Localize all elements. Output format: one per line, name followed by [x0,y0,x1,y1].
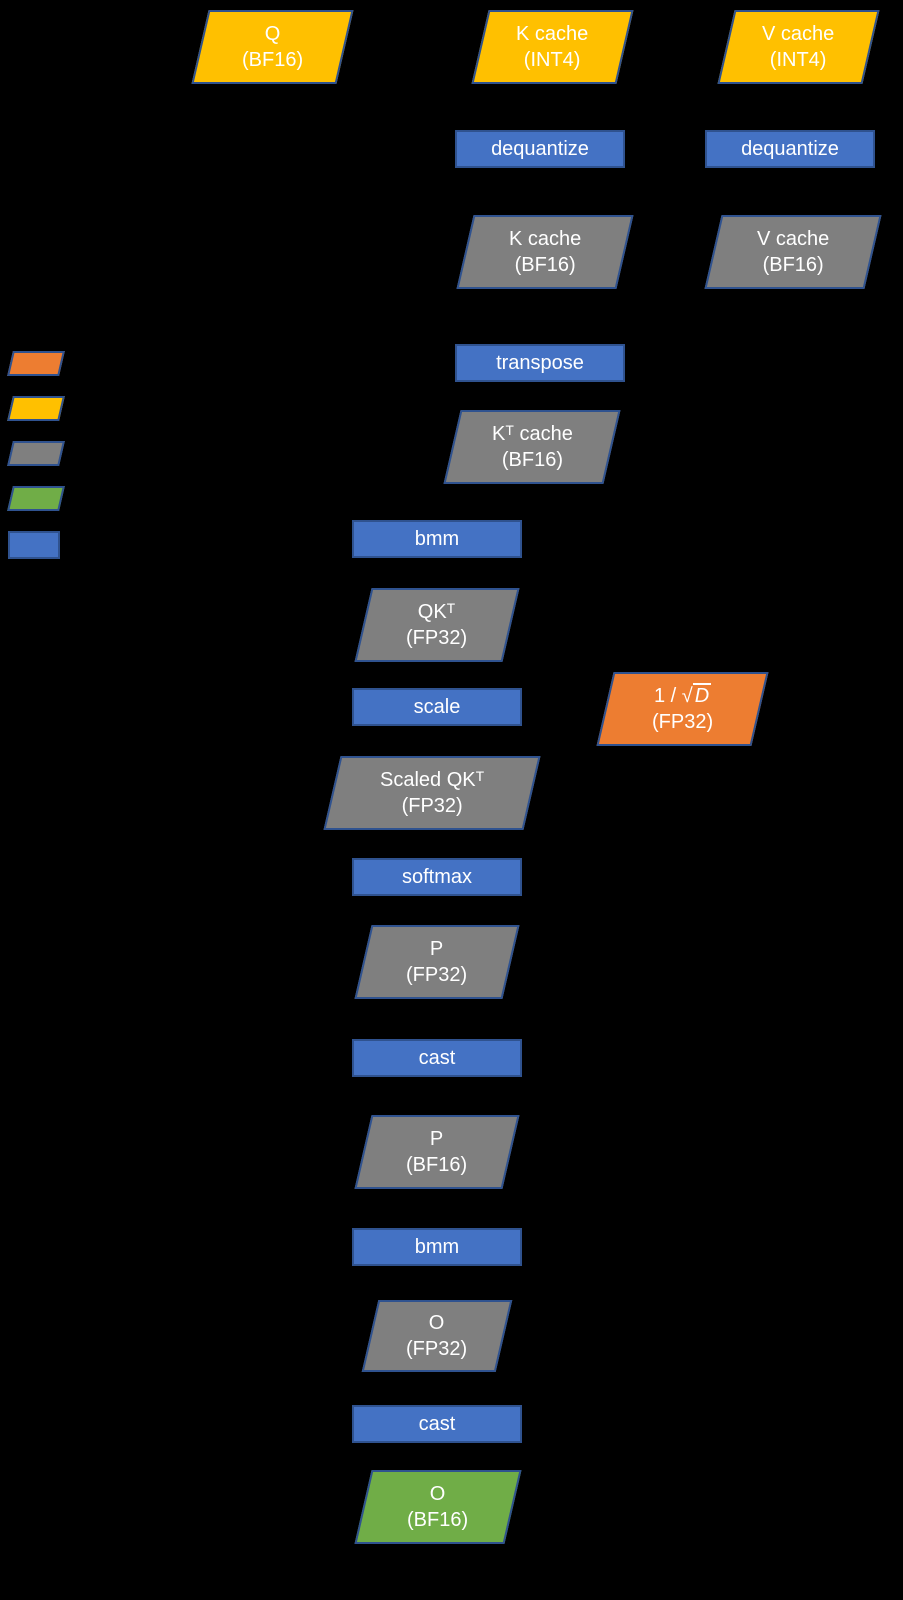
node-v-cache-bf16-dtype: (BF16) [762,254,824,276]
node-scaled-qkt-fp32: Scaled QKᵀ (FP32) [323,756,541,830]
node-p-bf16: P (BF16) [354,1115,520,1189]
node-kt-cache-bf16-dtype: (BF16) [501,449,563,471]
node-scale-factor-dtype: (FP32) [651,711,714,733]
node-p-bf16-name: P [430,1128,444,1150]
node-k-cache-int4: K cache (INT4) [471,10,634,84]
node-qkt-fp32-name: QKᵀ [418,601,456,623]
sqrt-radicand: D [692,683,712,707]
op-scale-label: scale [413,695,461,718]
node-o-fp32-dtype: (FP32) [406,1338,468,1360]
node-p-bf16-dtype: (BF16) [406,1154,468,1176]
node-v-cache-int4-name: V cache [762,23,835,45]
node-k-cache-bf16-dtype: (BF16) [514,254,576,276]
node-o-fp32: O (FP32) [361,1300,513,1372]
op-dequantize-v: dequantize [705,130,875,168]
node-q-bf16: Q (BF16) [191,10,354,84]
node-k-cache-bf16-name: K cache [508,228,582,250]
op-dequantize-k-label: dequantize [491,137,589,160]
legend-swatch-intermediate-tensor [7,441,65,466]
node-p-fp32-dtype: (FP32) [406,964,468,986]
node-v-cache-bf16-name: V cache [756,228,830,250]
node-p-fp32: P (FP32) [354,925,520,999]
node-scale-factor-expression: 1 / √D [652,683,713,709]
node-scaled-qkt-fp32-name: Scaled QKᵀ [379,769,485,791]
node-k-cache-int4-dtype: (INT4) [524,49,581,71]
legend-swatch-constant-tensor [7,351,65,376]
node-o-fp32-name: O [429,1312,445,1334]
op-bmm-1: bmm [352,520,522,558]
op-cast-2-label: cast [418,1412,456,1435]
node-scale-factor-fp32: 1 / √D (FP32) [596,672,769,746]
node-o-bf16-dtype: (BF16) [407,1509,469,1531]
legend-swatch-operation [8,531,60,559]
node-kt-cache-bf16-name: Kᵀ cache [491,423,573,445]
node-qkt-fp32-dtype: (FP32) [406,627,468,649]
node-q-bf16-dtype: (BF16) [241,49,304,71]
legend-swatch-output-tensor [7,486,65,511]
node-v-cache-int4-dtype: (INT4) [770,49,827,71]
node-o-bf16-name: O [430,1483,446,1505]
node-kt-cache-bf16: Kᵀ cache (BF16) [443,410,621,484]
op-dequantize-k: dequantize [455,130,625,168]
node-q-bf16-name: Q [264,23,281,45]
op-bmm-2-label: bmm [414,1235,460,1258]
node-qkt-fp32: QKᵀ (FP32) [354,588,520,662]
op-bmm-1-label: bmm [414,527,460,550]
op-softmax-label: softmax [401,865,473,888]
op-scale: scale [352,688,522,726]
node-v-cache-int4: V cache (INT4) [717,10,880,84]
node-o-bf16: O (BF16) [354,1470,522,1544]
legend-swatch-input-tensor [7,396,65,421]
op-dequantize-v-label: dequantize [741,137,839,160]
op-softmax: softmax [352,858,522,896]
node-v-cache-bf16: V cache (BF16) [704,215,882,289]
op-transpose-label: transpose [496,351,584,374]
op-bmm-2: bmm [352,1228,522,1266]
node-scaled-qkt-fp32-dtype: (FP32) [401,795,463,817]
op-cast-1-label: cast [418,1046,456,1069]
node-p-fp32-name: P [430,938,444,960]
op-transpose: transpose [455,344,625,382]
node-k-cache-bf16: K cache (BF16) [456,215,634,289]
op-cast-2: cast [352,1405,522,1443]
node-k-cache-int4-name: K cache [516,23,589,45]
op-cast-1: cast [352,1039,522,1077]
sqrt-prefix: 1 / √ [653,685,693,707]
